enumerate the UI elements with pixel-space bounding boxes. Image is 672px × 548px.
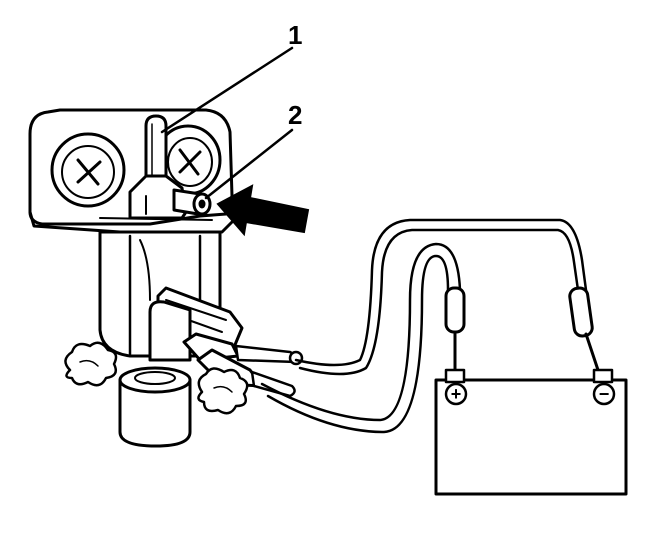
pointer-arrow-icon xyxy=(216,184,310,237)
side-port xyxy=(172,188,212,216)
callout-2: 2 xyxy=(204,100,302,200)
callout-2-label: 2 xyxy=(288,100,302,130)
jumper-wire-positive xyxy=(260,242,462,434)
vacuum-port-nipple xyxy=(144,114,168,180)
phillips-screw-icon xyxy=(76,158,102,186)
positive-terminal-label: + xyxy=(451,384,462,404)
vapor-puff-icon xyxy=(197,367,249,415)
negative-terminal-label: − xyxy=(599,384,610,404)
mounting-screw-left xyxy=(50,132,126,208)
jumper-wire-negative xyxy=(294,218,588,376)
callout-1-label: 1 xyxy=(288,20,302,50)
phillips-screw-icon xyxy=(178,148,202,176)
valve-housing-block xyxy=(128,174,188,220)
inline-fuse-positive xyxy=(444,286,466,378)
collection-cup xyxy=(118,366,192,448)
callout-1: 1 xyxy=(160,20,302,134)
battery-terminal-positive: + xyxy=(444,368,468,406)
battery: + − xyxy=(434,368,628,496)
vapor-puff-icon xyxy=(64,341,118,387)
battery-terminal-negative: − xyxy=(592,368,616,406)
inline-fuse-negative xyxy=(568,286,602,378)
